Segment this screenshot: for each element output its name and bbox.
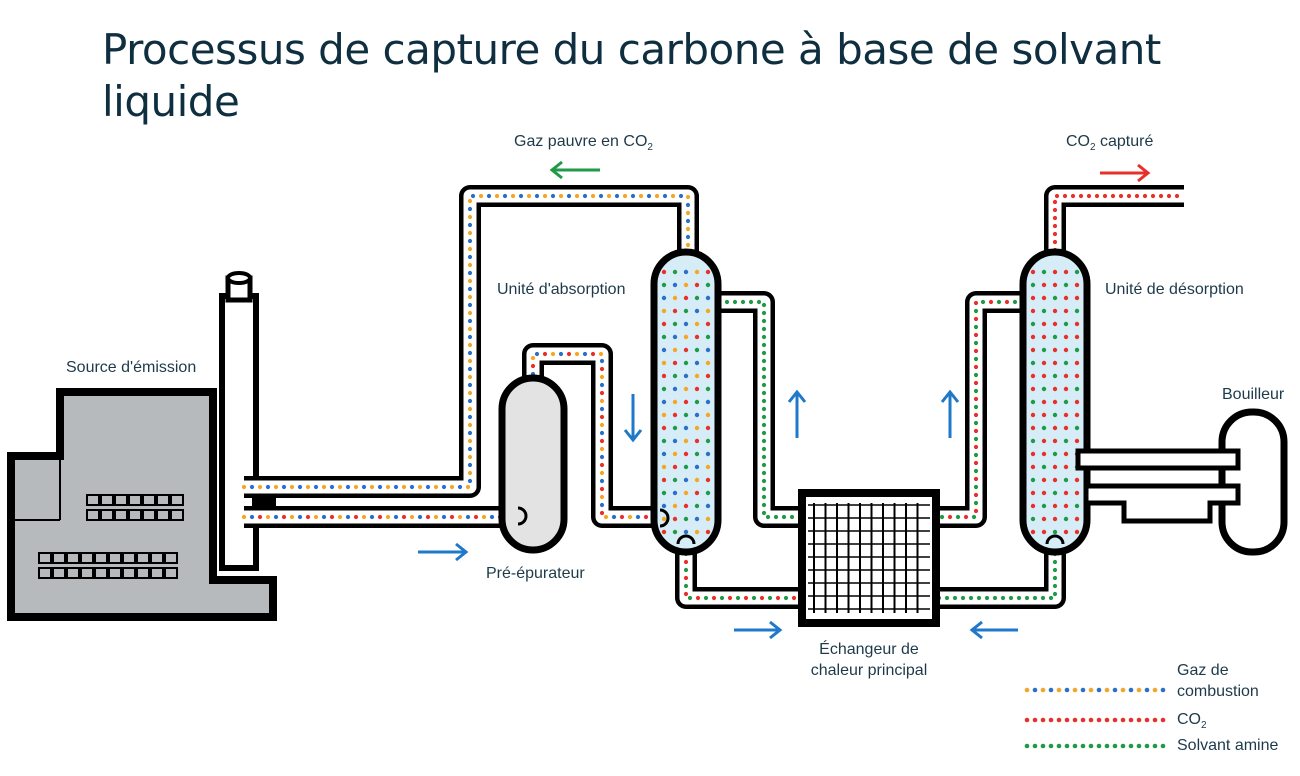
- building-window: [114, 494, 128, 506]
- pipes: [241, 185, 1187, 609]
- building-window: [80, 567, 94, 579]
- main-heat-exchanger: [798, 489, 940, 627]
- pipe-rich-to-desorber: [931, 291, 1033, 528]
- building-window: [142, 509, 156, 521]
- pipe-prescrubber-to-absorber: [522, 343, 663, 528]
- legend-amine: Solvant amine: [1177, 737, 1278, 754]
- building-window: [164, 567, 178, 579]
- building-window: [170, 509, 184, 521]
- building-window: [170, 494, 184, 506]
- prescrubber-vessel: [498, 374, 568, 554]
- label-heat-exchanger-1: Échangeur de: [819, 639, 919, 658]
- building-window: [86, 494, 100, 506]
- building-window: [80, 552, 94, 564]
- building-window: [150, 552, 164, 564]
- label-boiler: Bouilleur: [1222, 386, 1285, 403]
- page-title: Processus de capture du carbone à base d…: [102, 25, 1161, 126]
- building-window: [150, 567, 164, 579]
- building-window: [100, 509, 114, 521]
- arrow-hx-back: [969, 620, 1018, 640]
- boiler: [1075, 408, 1288, 556]
- pipe-lean-from-desorber: [931, 543, 1066, 609]
- label-emission-source: Source d'émission: [66, 359, 196, 376]
- building-window: [66, 567, 80, 579]
- building-window: [38, 552, 52, 564]
- building-window: [156, 509, 170, 521]
- building-window: [66, 552, 80, 564]
- building-window: [86, 509, 100, 521]
- legend-swatch-flue-gas: [1024, 687, 1166, 693]
- building-window: [128, 509, 142, 521]
- label-captured-co2: CO2 capturé: [1066, 133, 1153, 153]
- desorber-vessel: [1019, 248, 1091, 556]
- flow-arrows: [418, 160, 1151, 640]
- building-window: [114, 509, 128, 521]
- legend: Gaz de combustion CO2 Solvant amine: [1024, 662, 1278, 754]
- legend-co2: CO2: [1177, 711, 1207, 731]
- arrow-lean-gas-left: [549, 160, 600, 180]
- arrow-up-left: [787, 389, 807, 438]
- building-window: [52, 552, 66, 564]
- arrow-co2-right: [1100, 163, 1151, 183]
- building-window: [122, 552, 136, 564]
- emission-source-building: [7, 388, 277, 621]
- arrow-up-right: [940, 389, 960, 438]
- building-window: [156, 494, 170, 506]
- arrow-flue-in: [418, 542, 469, 562]
- pipe-co2-out: [1044, 185, 1187, 261]
- building-window: [94, 567, 108, 579]
- building-window: [108, 567, 122, 579]
- pipe-lean-gas: [241, 185, 699, 498]
- legend-swatch-amine: [1024, 743, 1166, 749]
- pipe-rich-amine-to-hx: [675, 543, 809, 609]
- absorber-vessel: [650, 248, 722, 556]
- building-window: [136, 552, 150, 564]
- building-window: [38, 567, 52, 579]
- label-heat-exchanger-2: chaleur principal: [811, 662, 928, 679]
- building-window: [108, 552, 122, 564]
- building-window: [136, 567, 150, 579]
- building-window: [128, 494, 142, 506]
- arrow-hx-in: [734, 620, 783, 640]
- label-absorber: Unité d'absorption: [497, 281, 625, 298]
- building-window: [52, 567, 66, 579]
- legend-flue-gas-1: Gaz de: [1177, 662, 1229, 679]
- pipe-lean-amine-return: [711, 291, 811, 528]
- building-window: [122, 567, 136, 579]
- building-window: [100, 494, 114, 506]
- arrow-absorber-down: [623, 394, 643, 443]
- legend-swatch-co2: [1024, 717, 1166, 723]
- building-window: [94, 552, 108, 564]
- legend-flue-gas-2: combustion: [1177, 683, 1259, 700]
- building-window: [142, 494, 156, 506]
- building-window: [164, 552, 178, 564]
- label-lean-gas: Gaz pauvre en CO2: [514, 133, 653, 153]
- label-prescrubber: Pré-épurateur: [486, 565, 585, 582]
- label-desorber: Unité de désorption: [1105, 281, 1244, 298]
